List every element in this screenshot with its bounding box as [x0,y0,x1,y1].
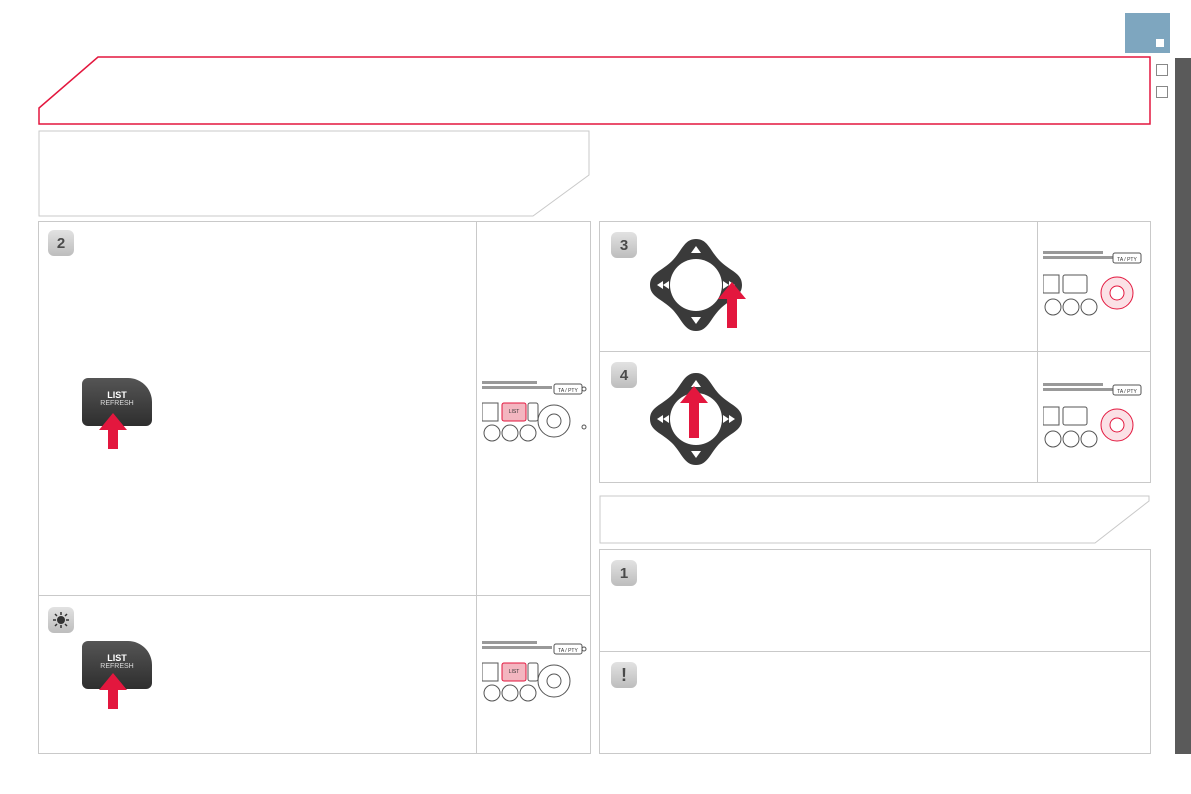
step1-badge: 1 [611,560,637,586]
radio-unit-icon: TA / PTY [1043,251,1142,316]
side-bar [1175,58,1191,754]
radio-unit-icon: TA / PTY [1043,383,1142,448]
svg-text:LIST: LIST [509,669,520,675]
corner-tab-marker [1156,39,1164,47]
list-label-tip: LIST [107,653,127,663]
press-arrow-icon [99,673,127,709]
step4-badge: 4 [611,362,637,388]
svg-text:TA / PTY: TA / PTY [558,388,578,394]
step2-badge: 2 [48,230,74,256]
refresh-label: REFRESH [100,400,134,407]
section-header-right [599,495,1150,544]
warning-panel [599,651,1151,754]
checkbox-1[interactable] [1156,64,1168,76]
radio-unit-icon: TA / PTY LIST [482,381,587,442]
checkbox-2[interactable] [1156,86,1168,98]
step3-badge: 3 [611,232,637,258]
four-way-dial-icon[interactable] [648,237,744,333]
lightbulb-icon [53,612,69,628]
step1-panel [599,549,1151,652]
section-header-left [38,130,590,217]
radio-unit-icon: TA / PTY LIST [482,641,587,702]
press-arrow-icon [99,413,127,449]
refresh-label-tip: REFRESH [100,663,134,670]
svg-text:TA / PTY: TA / PTY [1117,389,1137,395]
tip-badge [48,607,74,633]
press-arrow-icon [680,386,708,438]
list-refresh-button[interactable]: LIST REFRESH [82,378,152,426]
press-arrow-icon [718,282,746,328]
tip-image-cell [476,595,591,754]
list-label: LIST [107,390,127,400]
svg-text:TA / PTY: TA / PTY [558,648,578,654]
svg-text:TA / PTY: TA / PTY [1117,257,1137,263]
warning-icon: ! [611,662,637,688]
svg-text:LIST: LIST [509,409,520,415]
tip-panel [38,595,591,754]
step4-image-cell [1037,351,1151,483]
corner-tab [1125,13,1170,53]
title-banner [38,56,1151,125]
